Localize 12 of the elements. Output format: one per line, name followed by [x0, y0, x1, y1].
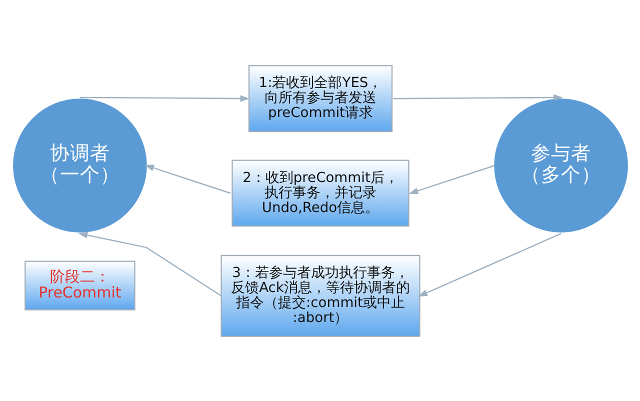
node-box: 3：若参与者成功执行事务，反馈Ack消息，等待协调者的指令（提交:commit或中止:abort） [220, 254, 420, 336]
node-circle: 协调者（一个） [12, 98, 146, 232]
node-box: 1:若收到全部YES，向所有参与者发送preCommit请求 [248, 64, 392, 132]
arrow [408, 164, 494, 194]
node-box: 阶段二：PreCommit [24, 260, 135, 310]
arrow [79, 94, 250, 102]
arrow [78, 231, 222, 296]
arrow [392, 94, 562, 100]
node-box: 2：收到preCommit后，执行事务，并记录Undo,Redo信息。 [231, 159, 409, 226]
arrow [417, 232, 561, 296]
node-circle: 参与者（多个） [494, 98, 628, 232]
arrow [144, 164, 230, 194]
